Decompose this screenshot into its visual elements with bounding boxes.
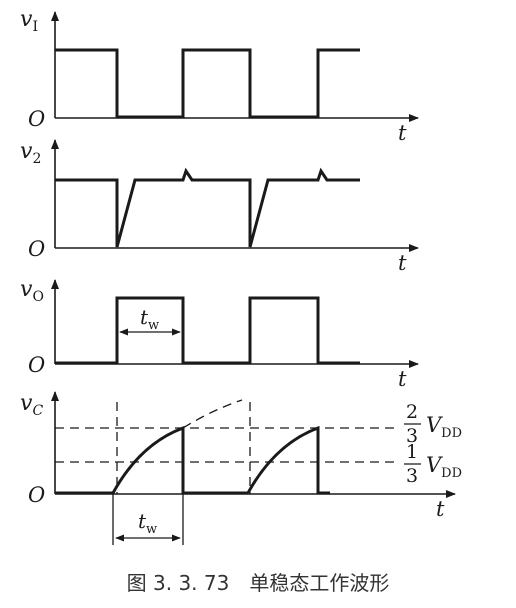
vc-origin-label: O [28,483,45,507]
v2-label: v2 [20,139,41,167]
vo-tw-label: tw [140,305,159,333]
one-third-denominator: 3 [406,465,418,487]
one-third-vdd-text: VDD [426,453,462,481]
vi-time-label: t [398,121,407,145]
vc-label: vC [20,391,43,419]
vi-label: vI [20,7,38,35]
two-thirds-numerator: 2 [406,401,418,423]
panel-vo: tw vO O t [20,277,419,391]
vi-waveform [55,48,360,119]
v2-waveform [55,167,360,248]
two-thirds-vdd-label: 2 3 VDD [404,401,462,447]
vo-time-label: t [398,367,407,391]
vc-tw-label: tw [138,509,157,537]
one-third-numerator: 1 [406,441,418,463]
vc-waveform-pulse-1 [55,425,248,495]
vc-waveform-pulse-2 [246,425,330,495]
panel-v2: v2 O t [20,139,419,275]
one-third-vdd-label: 1 3 VDD [404,441,462,487]
two-thirds-vdd-text: VDD [426,413,462,441]
vc-exponential-continuation [182,399,243,429]
v2-time-label: t [398,251,407,275]
v2-origin-label: O [28,237,45,261]
vc-time-label: t [436,497,445,521]
figure-caption: 图 3. 3. 73 单稳态工作波形 [127,571,390,595]
panel-vi: vI O t [20,7,419,145]
panel-vc: tw 2 3 VDD 1 3 VDD vC O t [20,391,462,545]
vi-origin-label: O [28,107,45,131]
vo-origin-label: O [28,353,45,377]
vo-label: vO [20,277,44,305]
two-thirds-denominator: 3 [406,425,418,447]
vo-waveform [55,296,360,365]
